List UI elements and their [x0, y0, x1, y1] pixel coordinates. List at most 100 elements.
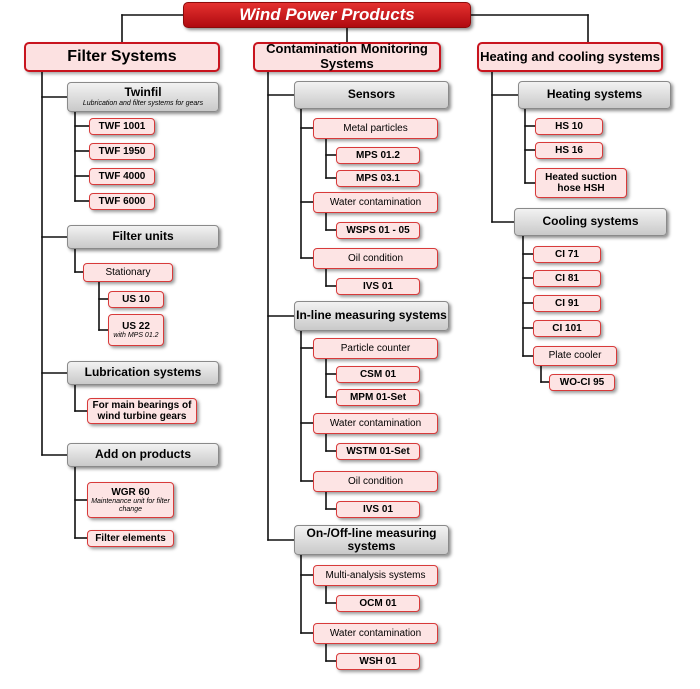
node-plate-cooler: Plate cooler: [533, 346, 617, 366]
node-sublabel: Maintenance unit for filter change: [91, 497, 170, 513]
node-mps-01-2: MPS 01.2: [336, 147, 420, 164]
node-hs-10: HS 10: [535, 118, 603, 135]
node-lubrication-systems: Lubrication systems: [67, 361, 219, 385]
node-label: MPS 03.1: [356, 172, 400, 184]
node-wstm-01-set: WSTM 01-Set: [336, 443, 420, 460]
node-multi-analysis-systems: Multi-analysis systems: [313, 565, 438, 586]
node-wsh-01: WSH 01: [336, 653, 420, 670]
node-label: Water contamination: [329, 417, 422, 429]
node-twf-1950: TWF 1950: [89, 143, 155, 160]
node-label: TWF 4000: [98, 170, 146, 182]
node-label: On-/Off-line measuring systems: [306, 525, 437, 553]
node-us-22: US 22 with MPS 01.2: [108, 314, 164, 346]
node-add-on-products: Add on products: [67, 443, 219, 467]
node-ocm-01: OCM 01: [336, 595, 420, 612]
node-label: In-line measuring systems: [296, 308, 447, 323]
node-contamination-monitoring-systems: Contamination Monitoring Systems: [253, 42, 441, 72]
node-label: MPS 01.2: [356, 149, 400, 161]
node-label: Oil condition: [347, 252, 404, 264]
node-label: Multi-analysis systems: [325, 569, 426, 581]
node-label: Add on products: [95, 447, 191, 462]
node-label: CSM 01: [359, 368, 397, 380]
node-on-off-line-measuring-systems: On-/Off-line measuring systems: [294, 525, 449, 555]
node-label: Water contamination: [329, 627, 422, 639]
node-label: Contamination Monitoring Systems: [266, 41, 428, 71]
node-label: WSPS 01 - 05: [346, 224, 410, 236]
node-ci-71: CI 71: [533, 246, 601, 263]
node-twinfil: Twinfil Lubrication and filter systems f…: [67, 82, 219, 112]
node-label: OCM 01: [359, 597, 397, 609]
node-ivs-01-inline: IVS 01: [336, 501, 420, 518]
node-label: WSH 01: [359, 655, 397, 667]
node-label: CI 81: [555, 272, 579, 284]
node-label: Twinfil: [124, 85, 162, 100]
node-label: US 10: [122, 293, 150, 305]
node-label: HS 10: [555, 120, 583, 132]
node-label: MPM 01-Set: [349, 391, 407, 403]
node-label: WO-CI 95: [559, 376, 605, 388]
node-label: CI 101: [552, 322, 582, 334]
node-filter-systems: Filter Systems: [24, 42, 220, 72]
node-water-contamination-sensors: Water contamination: [313, 192, 438, 213]
node-ci-101: CI 101: [533, 320, 601, 337]
node-sensors: Sensors: [294, 81, 449, 109]
node-label: Filter elements: [95, 532, 166, 544]
node-label: TWF 1001: [98, 120, 146, 132]
node-in-line-measuring-systems: In-line measuring systems: [294, 301, 449, 331]
node-ci-91: CI 91: [533, 295, 601, 312]
node-filter-units: Filter units: [67, 225, 219, 249]
node-label: Filter units: [112, 229, 174, 244]
node-label: CI 91: [555, 297, 579, 309]
node-label: Particle counter: [340, 342, 411, 354]
node-particle-counter: Particle counter: [313, 338, 438, 359]
node-us-10: US 10: [108, 291, 164, 308]
node-label: Plate cooler: [548, 350, 602, 362]
node-label: CI 71: [555, 248, 579, 260]
node-label: WGR 60: [111, 486, 150, 498]
node-sublabel: Lubrication and filter systems for gears: [82, 99, 204, 107]
node-water-contamination-inline: Water contamination: [313, 413, 438, 434]
node-cooling-systems: Cooling systems: [514, 208, 667, 236]
node-ci-81: CI 81: [533, 270, 601, 287]
node-csm-01: CSM 01: [336, 366, 420, 383]
node-label: Heated suction hose HSH: [545, 171, 617, 194]
root-node: Wind Power Products: [183, 2, 471, 28]
node-label: TWF 1950: [98, 145, 146, 157]
node-ivs-01-sensors: IVS 01: [336, 278, 420, 295]
node-hs-16: HS 16: [535, 142, 603, 159]
node-label: Water contamination: [329, 196, 422, 208]
node-mps-03-1: MPS 03.1: [336, 170, 420, 187]
node-wo-ci-95: WO-CI 95: [549, 374, 615, 391]
node-label: Heating and cooling systems: [480, 48, 660, 64]
node-label: Sensors: [347, 87, 396, 102]
node-label: IVS 01: [362, 280, 394, 292]
node-water-contamination-offline: Water contamination: [313, 623, 438, 644]
node-label: Stationary: [105, 266, 151, 278]
node-stationary: Stationary: [83, 263, 173, 282]
node-twf-1001: TWF 1001: [89, 118, 155, 135]
node-sublabel: with MPS 01.2: [113, 331, 159, 339]
node-oil-condition-sensors: Oil condition: [313, 248, 438, 269]
node-label: Metal particles: [343, 122, 408, 134]
node-wsps-01-05: WSPS 01 - 05: [336, 222, 420, 239]
node-oil-condition-inline: Oil condition: [313, 471, 438, 492]
node-heating-and-cooling-systems: Heating and cooling systems: [477, 42, 663, 72]
node-label: For main bearings of wind turbine gears: [92, 399, 192, 422]
node-metal-particles: Metal particles: [313, 118, 438, 139]
node-label: TWF 6000: [98, 195, 146, 207]
node-main-bearings: For main bearings of wind turbine gears: [87, 398, 197, 424]
node-label: US 22: [122, 320, 150, 332]
node-label: Lubrication systems: [84, 365, 202, 380]
node-label: Filter Systems: [67, 48, 177, 66]
node-label: HS 16: [555, 144, 583, 156]
node-label: Oil condition: [347, 475, 404, 487]
node-label: Cooling systems: [542, 214, 639, 229]
node-filter-elements: Filter elements: [87, 530, 174, 547]
node-label: Heating systems: [546, 87, 643, 102]
node-label: WSTM 01-Set: [346, 445, 410, 457]
node-heating-systems: Heating systems: [518, 81, 671, 109]
node-heated-suction-hose-hsh: Heated suction hose HSH: [535, 168, 627, 198]
node-wgr-60: WGR 60 Maintenance unit for filter chang…: [87, 482, 174, 518]
